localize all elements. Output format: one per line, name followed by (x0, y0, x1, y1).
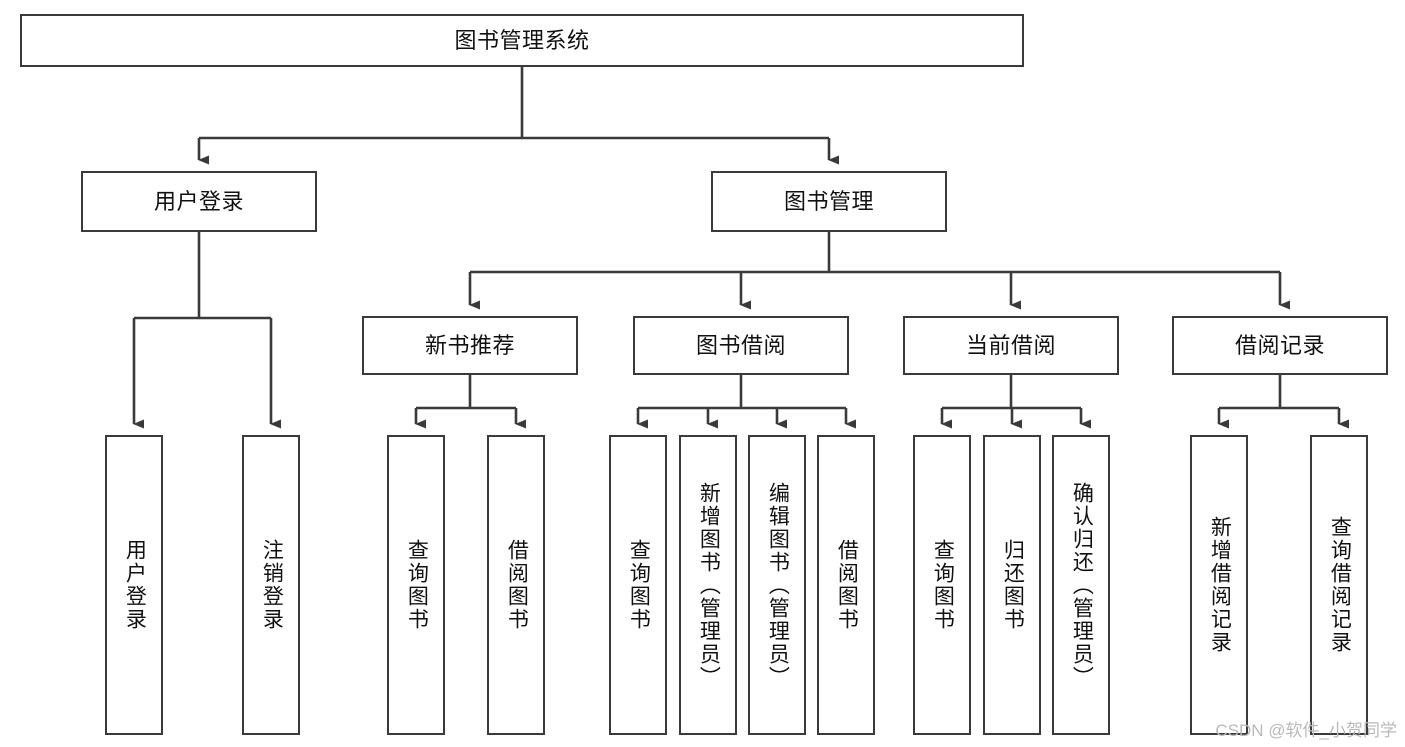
node-label: 用户登录 (153, 188, 244, 214)
node-current-borrow[interactable]: 当前借阅 (903, 316, 1119, 375)
node-book-manage[interactable]: 图书管理 (711, 171, 947, 232)
node-user-login-do[interactable]: 用户登录 (105, 435, 163, 735)
node-label: 查询借阅记录 (1328, 516, 1352, 654)
node-cb-confirm-return[interactable]: 确认归还（管理员） (1052, 435, 1110, 735)
node-root[interactable]: 图书管理系统 (20, 14, 1024, 67)
node-label: 查询图书 (405, 539, 429, 631)
node-label: 归还图书 (1001, 539, 1025, 631)
node-user-logout[interactable]: 注销登录 (242, 435, 300, 735)
node-label: 新书推荐 (424, 332, 515, 358)
node-label: 用户登录 (123, 539, 147, 631)
node-user-login[interactable]: 用户登录 (81, 171, 317, 232)
node-label: 图书管理系统 (454, 27, 590, 53)
node-label: 确认归还（管理员） (1070, 481, 1094, 689)
node-bb-edit-book[interactable]: 编辑图书（管理员） (748, 435, 806, 735)
node-cb-query-book[interactable]: 查询图书 (913, 435, 971, 735)
node-label: 查询图书 (931, 539, 955, 631)
node-nbr-query-book[interactable]: 查询图书 (387, 435, 445, 735)
node-book-borrow[interactable]: 图书借阅 (633, 316, 849, 375)
node-label: 查询图书 (627, 539, 651, 631)
node-label: 图书管理 (783, 188, 874, 214)
node-bb-borrow-book[interactable]: 借阅图书 (817, 435, 875, 735)
node-label: 编辑图书（管理员） (766, 481, 790, 689)
node-br-query-record[interactable]: 查询借阅记录 (1310, 435, 1368, 735)
node-label: 借阅图书 (505, 539, 529, 631)
node-label: 当前借阅 (965, 332, 1056, 358)
node-label: 新增借阅记录 (1208, 516, 1232, 654)
node-label: 借阅记录 (1234, 332, 1325, 358)
node-cb-return-book[interactable]: 归还图书 (983, 435, 1041, 735)
node-new-book-recommend[interactable]: 新书推荐 (362, 316, 578, 375)
csdn-watermark: CSDN @软件_小贺同学 (1215, 721, 1397, 740)
node-label: 新增图书（管理员） (697, 481, 721, 689)
node-br-add-record[interactable]: 新增借阅记录 (1190, 435, 1248, 735)
node-label: 注销登录 (260, 539, 284, 631)
node-borrow-record[interactable]: 借阅记录 (1172, 316, 1388, 375)
node-label: 借阅图书 (835, 539, 859, 631)
node-nbr-borrow-book[interactable]: 借阅图书 (487, 435, 545, 735)
node-bb-query-book[interactable]: 查询图书 (609, 435, 667, 735)
node-bb-add-book[interactable]: 新增图书（管理员） (679, 435, 737, 735)
node-label: 图书借阅 (695, 332, 786, 358)
